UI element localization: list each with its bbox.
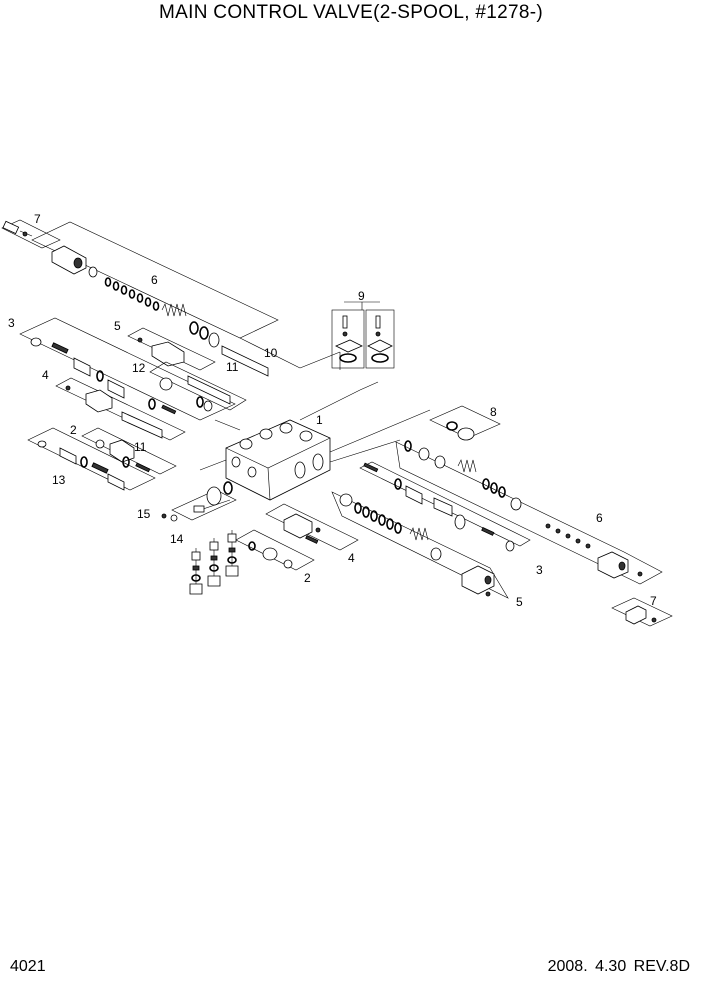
callout-5-right: 5 — [516, 595, 523, 609]
callout-3-right: 3 — [536, 563, 543, 577]
callout-7-top: 7 — [34, 212, 41, 226]
assembly-4-right — [265, 503, 359, 551]
callout-4-right: 4 — [348, 551, 355, 565]
callout-9: 9 — [358, 289, 365, 303]
assembly-6-upper-spool — [31, 221, 301, 377]
page-number: 4021 — [10, 958, 46, 975]
assembly-13 — [27, 427, 156, 491]
callout-1: 1 — [316, 413, 323, 427]
assembly-9 — [331, 301, 395, 369]
callout-15: 15 — [137, 507, 151, 521]
callout-13: 13 — [52, 473, 66, 487]
callout-14: 14 — [170, 532, 184, 546]
assembly-5-left — [127, 327, 216, 371]
assembly-3-right — [359, 461, 531, 552]
main-valve-body — [225, 419, 331, 501]
page-title: MAIN CONTROL VALVE(2-SPOOL, #1278-) — [159, 2, 543, 23]
callout-7-right: 7 — [650, 594, 657, 608]
assembly-2-right — [235, 529, 315, 571]
callout-6-right: 6 — [596, 511, 603, 525]
revision-date: 2008. 4.30 REV.8D — [547, 958, 690, 975]
callout-8: 8 — [490, 405, 497, 419]
assembly-7-right — [611, 597, 673, 627]
callout-10: 10 — [264, 346, 278, 360]
assembly-14 — [171, 481, 237, 521]
callout-3-left: 3 — [8, 316, 15, 330]
callout-5-left: 5 — [114, 319, 121, 333]
assembly-7-top-left — [1, 219, 61, 249]
callout-4-left: 4 — [42, 368, 49, 382]
assembly-15 — [161, 513, 178, 522]
callout-11-lower: 11 — [134, 440, 147, 454]
plug-fittings — [189, 530, 239, 595]
assembly-4-left — [55, 377, 186, 441]
assembly-6-right — [395, 440, 663, 585]
callout-2-right: 2 — [304, 571, 311, 585]
assembly-12 — [149, 361, 247, 412]
callout-6-left: 6 — [151, 273, 158, 287]
assembly-3-left — [19, 317, 236, 421]
callout-2-left: 2 — [70, 423, 77, 437]
assembly-8 — [429, 405, 501, 441]
leader-lines — [199, 351, 431, 511]
assembly-2-left — [81, 427, 177, 475]
callout-12: 12 — [132, 361, 146, 375]
callout-11-upper: 11 — [226, 360, 239, 374]
assembly-5-right — [331, 491, 509, 599]
